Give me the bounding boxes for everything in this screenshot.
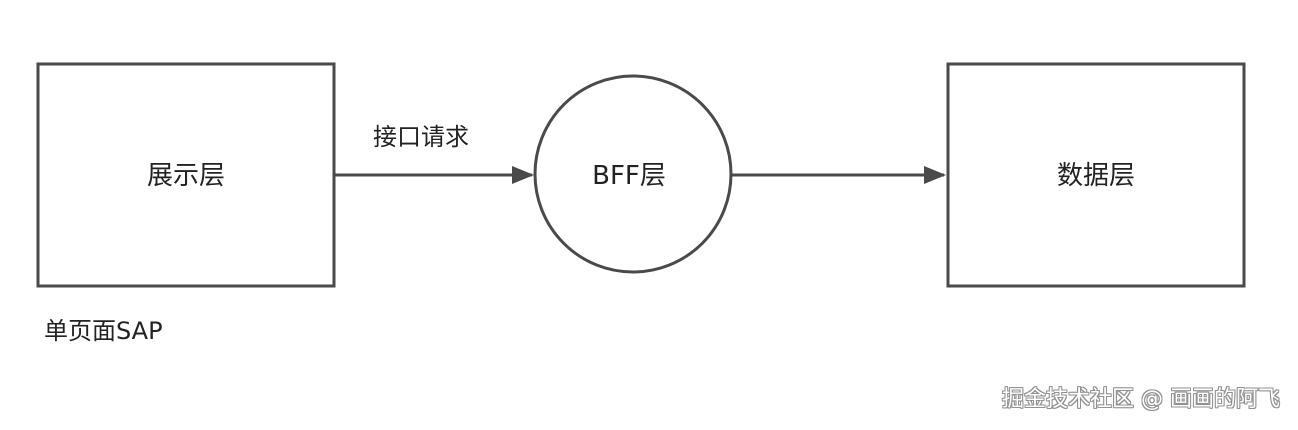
watermark-text: 掘金技术社区 @ 画画的阿飞: [1002, 387, 1280, 412]
presentation-to-bff-edge: 接口请求: [335, 123, 534, 184]
presentation-layer-label: 展示层: [147, 161, 225, 191]
bff-layer-node: BFF层: [533, 74, 733, 274]
bff-layer-label: BFF层: [592, 161, 666, 191]
spa-caption: 单页面SAP: [44, 317, 163, 345]
presentation-layer-node: 展示层: [36, 62, 336, 288]
interface-request-label: 接口请求: [373, 123, 469, 151]
data-layer-box: [946, 62, 1246, 288]
data-layer-node: 数据层: [946, 62, 1246, 288]
data-layer-label: 数据层: [1057, 161, 1135, 191]
presentation-layer-box: [36, 62, 336, 288]
